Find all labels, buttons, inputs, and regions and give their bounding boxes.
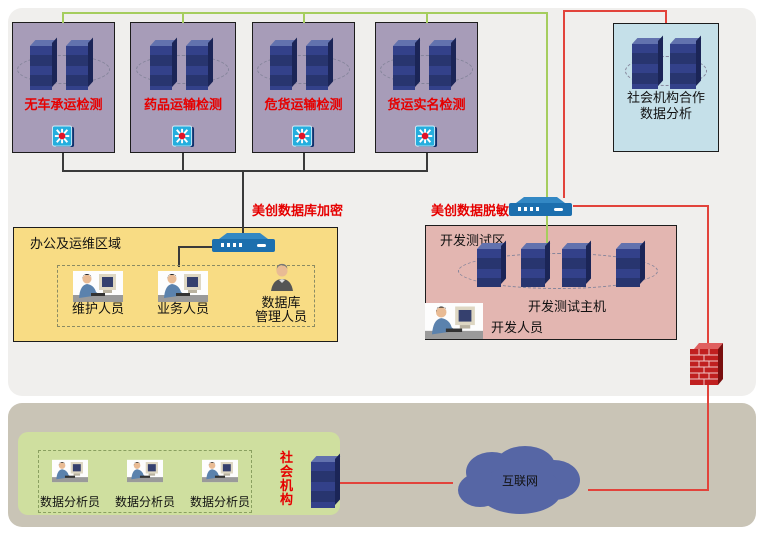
- dev-hosts-label: 开发测试主机: [528, 300, 607, 315]
- analyst-label-3: 数据分析员: [189, 495, 250, 509]
- connector-green-top-bus: [62, 12, 548, 14]
- analyst-label-1: 数据分析员: [39, 495, 100, 509]
- analyst-label-2: 数据分析员: [114, 495, 175, 509]
- zone-social-analysis: [613, 23, 719, 152]
- connector-red-cloud-right: [588, 489, 709, 491]
- server-tower-icon: [429, 46, 451, 90]
- connector-black-elbow-v: [178, 246, 180, 267]
- worker-photo: [158, 271, 208, 302]
- switch-icon: [292, 125, 315, 148]
- detection-zone-1-label: 无车承运检测: [24, 98, 103, 113]
- server-tower-icon: [270, 46, 292, 90]
- connector-red-router-up: [563, 10, 565, 198]
- server-cluster-ellipse: [625, 56, 707, 86]
- maintainer-label: 维护人员: [71, 302, 124, 317]
- connector-black-stub-1: [62, 153, 64, 172]
- server-tower-icon: [66, 46, 88, 90]
- connector-red-into-social-box: [665, 10, 667, 23]
- server-cluster-ellipse: [136, 55, 229, 84]
- detection-zone-4-label: 货运实名检测: [387, 98, 466, 113]
- server-tower-icon: [393, 46, 415, 90]
- switch-icon: [415, 125, 438, 148]
- server-cluster-ellipse: [458, 253, 658, 289]
- dba-label-line1: 数据库: [261, 296, 301, 311]
- social-analysis-label-line2: 数据分析: [639, 107, 692, 122]
- server-tower-icon: [670, 44, 696, 89]
- detection-zone-2-label: 药品运输检测: [143, 98, 222, 113]
- server-tower-icon: [306, 46, 328, 90]
- server-tower-icon: [632, 44, 658, 89]
- data-masking-annotation: 美创数据脱敏: [431, 204, 510, 219]
- connector-green-stub-1: [62, 14, 64, 23]
- worker-photo: [127, 457, 163, 485]
- connector-green-stub-3: [303, 14, 305, 23]
- db-encrypt-appliance-icon: [210, 232, 277, 253]
- data-masking-appliance-icon: [507, 196, 574, 217]
- social-analysis-label-line1: 社会机构合作: [626, 91, 705, 106]
- connector-red-top-h: [563, 10, 667, 12]
- server-tower-icon: [30, 46, 52, 90]
- connector-red-server-cloud: [336, 482, 453, 484]
- server-tower-icon: [477, 249, 501, 287]
- internet-cloud-icon: [450, 440, 590, 522]
- server-tower-icon: [616, 249, 640, 287]
- server-cluster-ellipse: [17, 55, 110, 84]
- business-staff-label: 业务人员: [156, 302, 209, 317]
- server-tower-icon: [521, 249, 545, 287]
- server-tower-icon: [311, 462, 335, 508]
- connector-red-router-right: [573, 205, 709, 207]
- connector-black-stub-3: [303, 153, 305, 172]
- dba-label-line2: 管理人员: [254, 310, 307, 325]
- analyst-group: [38, 450, 252, 513]
- detection-zone-3-label: 危货运输检测: [264, 98, 343, 113]
- internet-label: 互联网: [501, 474, 538, 488]
- worker-photo: [202, 457, 238, 485]
- db-encrypt-annotation: 美创数据库加密: [252, 204, 344, 219]
- office-zone-title: 办公及运维区域: [30, 237, 122, 252]
- server-tower-icon: [562, 249, 586, 287]
- office-staff-group: [57, 265, 315, 327]
- server-cluster-ellipse: [380, 55, 473, 84]
- connector-green-vertical: [546, 14, 548, 262]
- connector-black-stub-4: [426, 153, 428, 172]
- worker-photo: [425, 303, 483, 339]
- worker-photo: [52, 457, 88, 485]
- firewall-icon: [690, 341, 724, 385]
- worker-photo: [73, 271, 123, 302]
- server-tower-icon: [186, 46, 208, 90]
- connector-black-elbow-h: [178, 246, 212, 248]
- connector-green-stub-4: [426, 14, 428, 23]
- server-tower-icon: [150, 46, 172, 90]
- switch-icon: [52, 125, 75, 148]
- connector-black-bus: [62, 170, 428, 172]
- connector-black-stub-2: [182, 153, 184, 172]
- switch-icon: [172, 125, 195, 148]
- connector-green-stub-2: [182, 14, 184, 23]
- developer-label: 开发人员: [491, 321, 544, 336]
- connector-black-drop: [242, 170, 244, 234]
- person-bust-icon: [269, 263, 295, 291]
- social-org-label: 社会机构: [280, 451, 294, 508]
- server-cluster-ellipse: [257, 55, 350, 84]
